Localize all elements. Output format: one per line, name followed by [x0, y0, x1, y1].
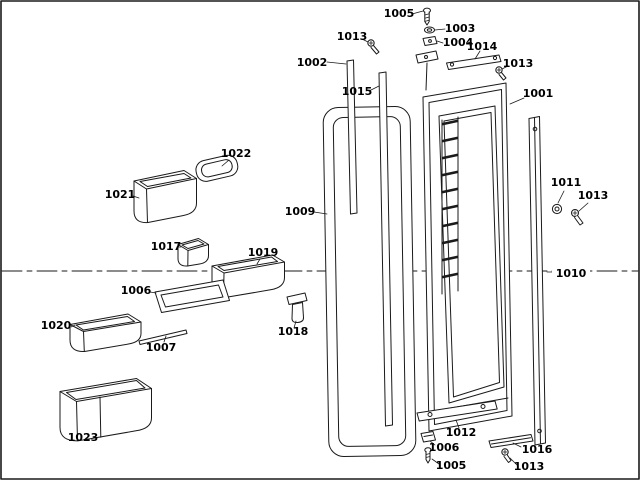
leader-line [501, 65, 509, 70]
part-label-1013-bottom: 1013 [514, 460, 545, 473]
leader-line [313, 211, 328, 215]
top-hinge-plate [415, 50, 439, 91]
part-label-1003: 1003 [445, 22, 476, 35]
part-label-1014: 1014 [467, 40, 498, 53]
part-label-1015: 1015 [342, 85, 373, 98]
leader-line [256, 258, 261, 265]
part-1013-screw-top-right [495, 66, 507, 81]
part-1017-small-bin [177, 238, 209, 267]
leader-line [509, 457, 518, 466]
shelf-ladder-rails [441, 116, 459, 295]
part-label-1001: 1001 [523, 87, 554, 100]
leader-line [221, 159, 230, 167]
part-1020-shelf-tray [69, 313, 142, 353]
leader-line [132, 195, 140, 199]
part-label-1013-top-left: 1013 [337, 30, 368, 43]
leader-line [361, 38, 369, 43]
part-label-1009: 1009 [285, 205, 316, 218]
leader-line [326, 61, 347, 65]
part-label-1023: 1023 [68, 431, 99, 444]
part-1007-trim-rod [138, 329, 188, 345]
part-label-1022: 1022 [221, 147, 252, 160]
part-1013-screw-top-left [367, 39, 380, 55]
part-1023-large-bin [59, 378, 152, 442]
shelf-ladder-rungs [441, 119, 459, 279]
part-1001-door-assembly [422, 82, 513, 432]
leader-line [429, 440, 436, 446]
part-1012-bottom-trim [416, 400, 498, 422]
part-1009-door-gasket [322, 106, 417, 457]
part-labels: 1005 1003 1013 1004 1014 1002 1013 1015 … [41, 7, 609, 473]
part-1018-end-bracket [286, 292, 308, 324]
part-label-1018: 1018 [278, 325, 309, 338]
part-1002-trim-strip [346, 59, 358, 215]
part-1013-screw-mid-right [571, 209, 584, 226]
part-1003-washer [424, 26, 435, 34]
part-label-1011: 1011 [551, 176, 582, 189]
leader-line [411, 10, 424, 15]
part-1010-side-trim [528, 116, 546, 446]
leader-line [149, 291, 157, 294]
leader-line [293, 320, 297, 329]
leader-lines [70, 10, 589, 466]
part-1005-screw-bottom [424, 447, 432, 464]
part-label-1005-bottom: 1005 [436, 459, 467, 472]
part-label-1007: 1007 [146, 341, 177, 354]
part-label-1010: 1010 [556, 267, 587, 280]
part-label-1006-left: 1006 [121, 284, 152, 297]
part-label-1002: 1002 [297, 56, 328, 69]
part-label-1016: 1016 [522, 443, 553, 456]
leader-line [431, 458, 440, 465]
part-label-1017: 1017 [151, 240, 182, 253]
part-1015-door-panel [378, 71, 393, 427]
part-1005-screw-top [423, 7, 431, 26]
leader-line [578, 202, 589, 212]
leader-line [368, 85, 380, 92]
part-1013-screw-bottom [501, 448, 512, 463]
part-label-1021: 1021 [105, 188, 136, 201]
leader-line [70, 324, 76, 328]
part-1011-grommet [551, 203, 563, 215]
part-1006-end-cap-bottom [420, 431, 436, 443]
part-label-1013-mid-right: 1013 [578, 189, 609, 202]
part-label-1005-top: 1005 [384, 7, 415, 20]
part-label-1019: 1019 [248, 246, 279, 259]
leader-line [557, 190, 565, 204]
part-1021-door-bin [133, 170, 197, 224]
part-1016-bottom-rail [488, 434, 534, 448]
leader-line [455, 419, 460, 429]
leader-line [512, 442, 522, 448]
leader-line [436, 40, 444, 44]
leader-line [509, 97, 525, 105]
part-label-1004: 1004 [443, 36, 474, 49]
part-label-1020: 1020 [41, 319, 72, 332]
part-label-1006-bottom: 1006 [429, 441, 460, 454]
part-1006-retainer-frame [154, 279, 230, 313]
part-1014-top-trim [446, 54, 502, 70]
part-label-1012: 1012 [446, 426, 477, 439]
leader-line [434, 28, 446, 31]
leader-line [474, 50, 481, 60]
part-1004-clip [422, 36, 438, 46]
label-backplate-1010 [552, 267, 590, 280]
part-label-1013-top-right: 1013 [503, 57, 534, 70]
leader-line [163, 335, 167, 343]
